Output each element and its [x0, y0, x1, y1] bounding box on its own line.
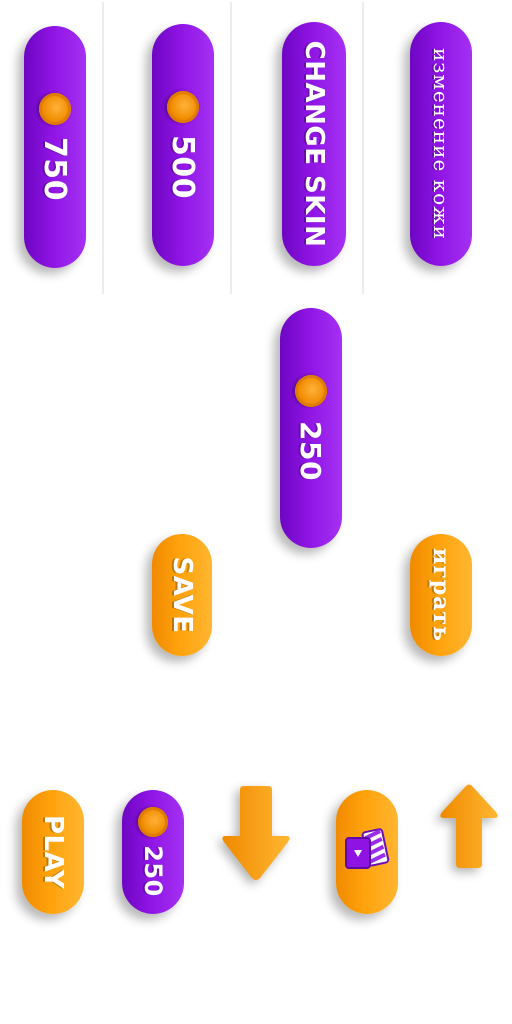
buy-500-button[interactable]: 500 [152, 24, 214, 266]
buy-750-button[interactable]: 750 [24, 26, 86, 268]
coin-icon [138, 807, 168, 838]
save-label: SAVE [167, 556, 197, 634]
play-ru-label: играть [428, 548, 454, 642]
buy-250-small-button[interactable]: 250 [122, 790, 184, 914]
divider [102, 2, 104, 294]
buy-250-button[interactable]: 250 [280, 308, 342, 548]
play-ru-button[interactable]: играть [410, 534, 472, 656]
play-label: PLAY [38, 814, 68, 890]
change-skin-ru-button[interactable]: изменение кожи [410, 22, 472, 266]
coin-icon [39, 92, 71, 125]
price-label: 750 [37, 136, 73, 202]
coin-icon [167, 90, 199, 123]
change-skin-button[interactable]: CHANGE SKIN [282, 22, 346, 266]
coin-icon [295, 375, 327, 408]
arrow-down-icon[interactable] [218, 784, 294, 884]
price-label: 250 [139, 845, 167, 897]
divider [362, 2, 364, 294]
price-label: 500 [165, 134, 201, 200]
change-skin-ru-label: изменение кожи [429, 48, 453, 240]
save-button[interactable]: SAVE [152, 534, 212, 656]
cards-icon [345, 828, 390, 869]
change-skin-label: CHANGE SKIN [299, 40, 329, 248]
divider [230, 2, 232, 294]
price-label: 250 [294, 421, 328, 481]
play-button[interactable]: PLAY [22, 790, 84, 914]
cards-button[interactable] [336, 790, 398, 914]
arrow-up-icon[interactable] [436, 782, 502, 870]
